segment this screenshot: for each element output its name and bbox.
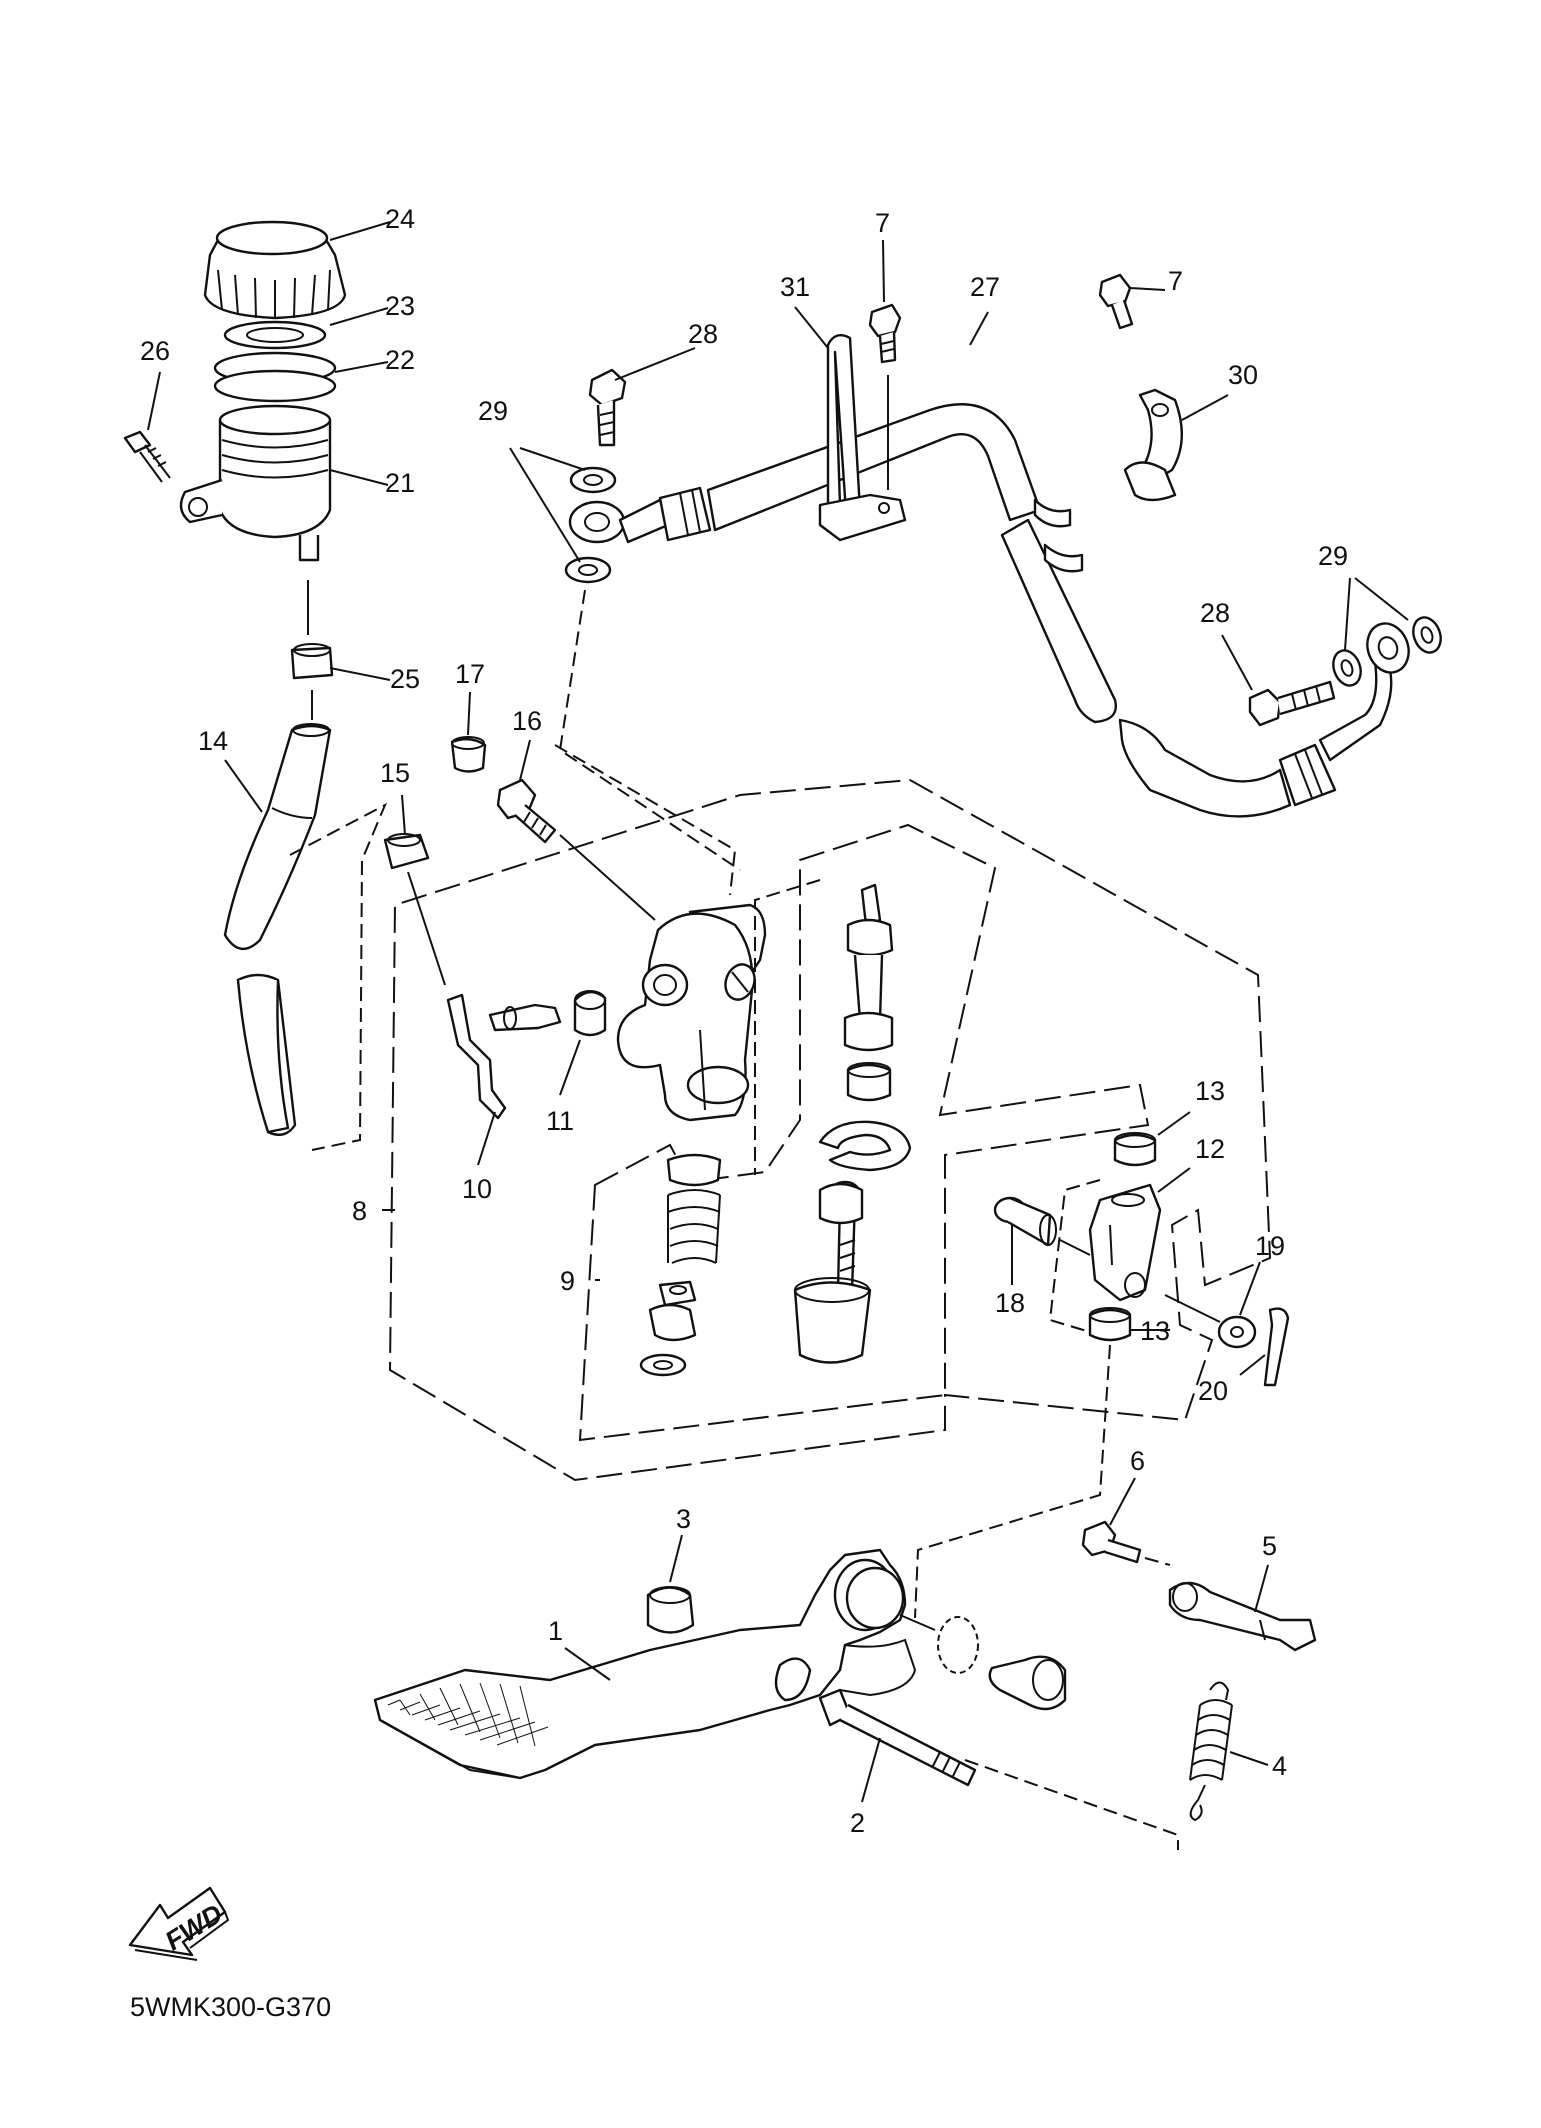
callout-1: 1 <box>548 1616 563 1646</box>
circlip <box>818 1120 912 1172</box>
bolt-part-6 <box>1081 1520 1142 1564</box>
kit-boundary-8 <box>388 779 1272 1482</box>
callout-12: 12 <box>1195 1134 1225 1164</box>
callout-31: 31 <box>780 272 810 302</box>
nut-upper-part-13 <box>1113 1132 1157 1167</box>
banjo-washer-lower-part-29 <box>564 556 612 584</box>
banjo-washer-right-b-part-29 <box>1412 616 1442 654</box>
callout-6: 6 <box>1130 1446 1145 1476</box>
callout-10: 10 <box>462 1174 492 1204</box>
push-rod-upper <box>843 883 894 1052</box>
callout-16: 16 <box>512 706 542 736</box>
spring <box>666 1153 722 1264</box>
reservoir-tank-part-21 <box>179 404 332 562</box>
bolt-upper-part-7 <box>868 303 902 364</box>
callout-11: 11 <box>546 1106 574 1136</box>
callout-2: 2 <box>850 1808 865 1838</box>
callout-5: 5 <box>1262 1531 1277 1561</box>
spring-part-4 <box>1189 1681 1233 1822</box>
bolt-part-26 <box>123 430 171 483</box>
callout-29-left: 29 <box>478 396 508 426</box>
callout-7-upper: 7 <box>875 208 890 238</box>
hose-guide-part-31 <box>818 334 907 542</box>
callout-20: 20 <box>1198 1376 1228 1406</box>
washer-part-19 <box>1217 1315 1257 1349</box>
hose-clip-part-25 <box>290 643 334 680</box>
hose-holder-part-30 <box>1123 388 1184 502</box>
callout-labels: 24 23 22 26 21 25 14 15 17 16 29 28 31 7… <box>140 204 1348 1838</box>
banjo-washer-upper-part-29 <box>569 466 617 494</box>
callout-8: 8 <box>352 1196 367 1226</box>
callout-26: 26 <box>140 336 170 366</box>
banjo-washer-right-a-part-29 <box>1332 649 1362 687</box>
diaphragm-holder-part-23 <box>223 320 327 350</box>
callout-14: 14 <box>198 726 228 756</box>
nut-part-3 <box>646 1586 695 1634</box>
washer-bottom <box>639 1353 687 1377</box>
callout-15: 15 <box>380 758 410 788</box>
boot <box>793 1277 872 1364</box>
pedal-pivot-bolt <box>988 1655 1067 1711</box>
diagram-code: 5WMK300-G370 <box>130 1992 331 2022</box>
callout-7-right: 7 <box>1168 266 1183 296</box>
cotter-pin-part-20 <box>1263 1307 1290 1387</box>
brake-hose-part-27 <box>706 403 1393 818</box>
bolt-part-16 <box>496 778 557 844</box>
brake-pedal-part-1 <box>373 1548 917 1780</box>
callout-23: 23 <box>385 291 415 321</box>
pedal-tread-hatch <box>387 1682 549 1747</box>
diaphragm-part-22 <box>213 351 337 403</box>
callout-4: 4 <box>1272 1751 1287 1781</box>
grommet-part-11 <box>573 990 607 1037</box>
bolt-right-part-7 <box>1098 273 1134 330</box>
banjo-fitting-right <box>1366 622 1410 674</box>
clevis-part-12 <box>1088 1183 1162 1302</box>
nut-lower-part-13 <box>1088 1307 1132 1342</box>
master-cylinder-body <box>616 903 767 1122</box>
small-nut <box>658 1280 697 1307</box>
cup-seal <box>846 1062 892 1102</box>
callout-28-lower: 28 <box>1200 598 1230 628</box>
reservoir-cap-part-24 <box>203 220 347 320</box>
callout-18: 18 <box>995 1288 1025 1318</box>
callout-28-upper: 28 <box>688 319 718 349</box>
washer-seat <box>648 1303 697 1342</box>
cap-part-17 <box>450 736 487 773</box>
hose-clip-part-15 <box>383 833 430 870</box>
callout-24: 24 <box>385 204 415 234</box>
union-bolt-lower-part-28 <box>1248 680 1336 727</box>
callout-27: 27 <box>970 272 1000 302</box>
callout-25: 25 <box>390 664 420 694</box>
callout-30: 30 <box>1228 360 1258 390</box>
callout-19: 19 <box>1255 1231 1285 1261</box>
callout-21: 21 <box>385 468 415 498</box>
reservoir-hose-part-14 <box>223 723 332 1136</box>
pin-part-18 <box>993 1196 1057 1247</box>
banjo-fitting-left <box>568 486 712 544</box>
callout-9: 9 <box>560 1266 575 1296</box>
leader-lines <box>147 221 1409 1803</box>
pedal-washer <box>937 1616 979 1674</box>
push-rod-lower <box>818 1180 864 1294</box>
hose-joint-part-10 <box>446 993 562 1120</box>
callout-13-lower: 13 <box>1140 1316 1170 1346</box>
callout-29-right: 29 <box>1318 541 1348 571</box>
shaft-bolt-part-2 <box>818 1688 977 1787</box>
callout-13-upper: 13 <box>1195 1076 1225 1106</box>
callout-3: 3 <box>676 1504 691 1534</box>
callout-17: 17 <box>455 659 485 689</box>
bracket-part-5 <box>1168 1581 1317 1652</box>
callout-22: 22 <box>385 345 415 375</box>
